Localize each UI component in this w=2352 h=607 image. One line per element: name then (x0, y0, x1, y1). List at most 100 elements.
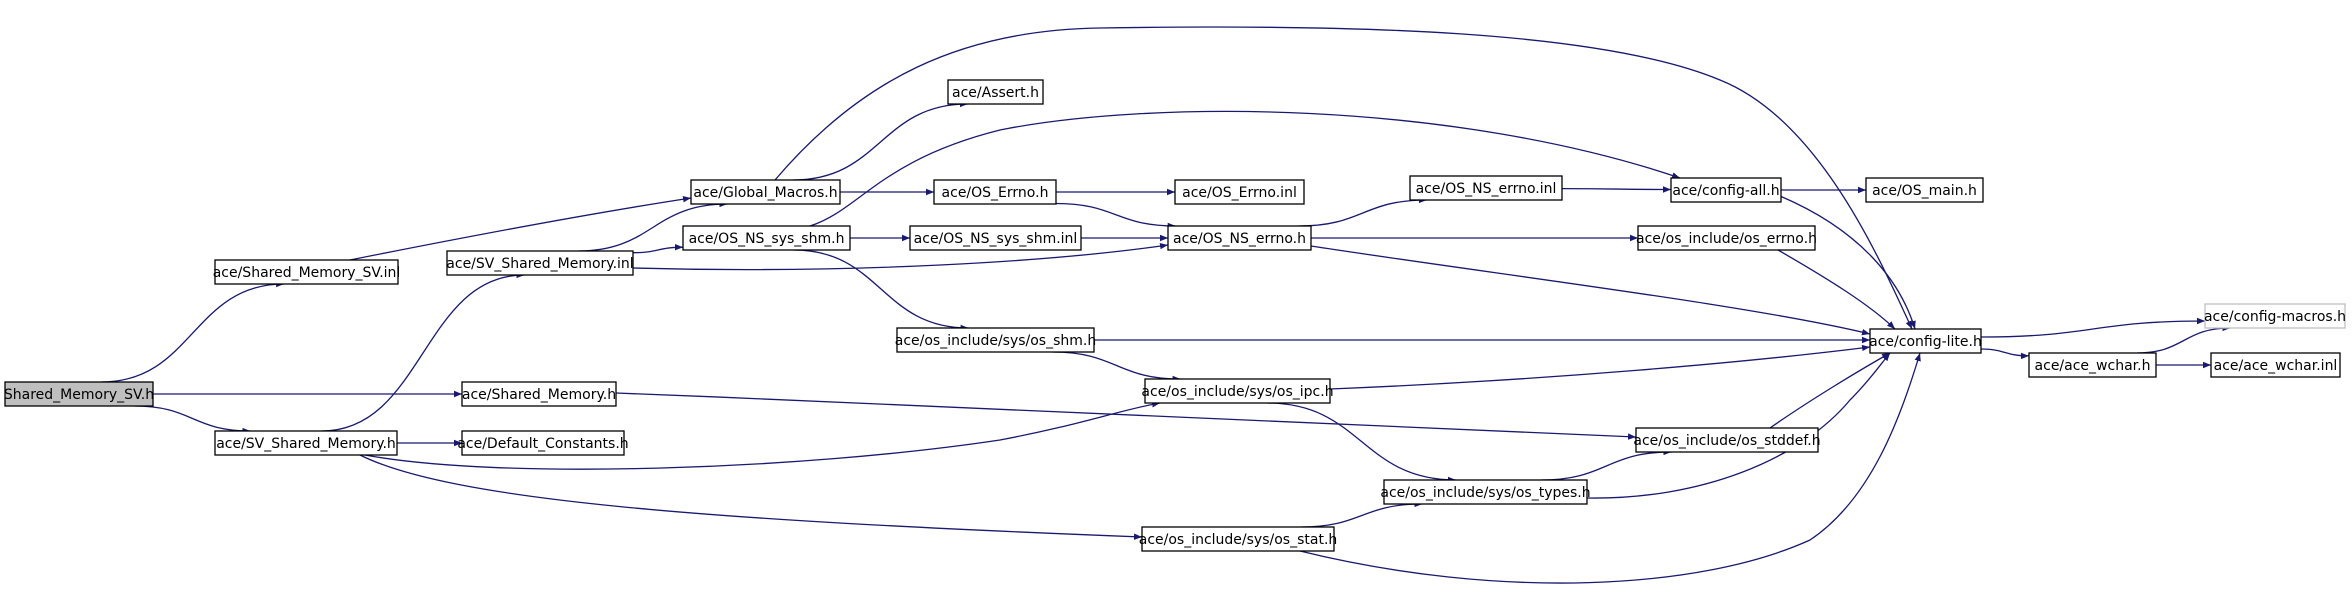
node-box (214, 259, 399, 285)
node-ace-wchar-h[interactable]: ace/ace_wchar.h (2028, 352, 2157, 378)
node-sv-shm-inl[interactable]: ace/SV_Shared_Memory.inl (446, 250, 634, 276)
edge-os-ns-errno-h-to-os-ns-errno-inl (1298, 196, 1427, 227)
node-box (909, 225, 1082, 251)
edge-os-ns-sys-shm-h-to-config-all (809, 110, 1681, 227)
node-box (1141, 526, 1335, 552)
node-box (682, 225, 851, 251)
edge-os-errno-inc-to-config-lite (1777, 249, 1896, 330)
node-box (1383, 479, 1588, 505)
edge-sv-shm-inl-to-global-macros (578, 200, 728, 252)
node-default-constants[interactable]: ace/Default_Constants.h (457, 430, 629, 456)
node-box (1167, 225, 1312, 251)
edge-shm-sv-h-to-sv-shm-h (134, 405, 251, 435)
node-box (1174, 179, 1305, 205)
node-assert-h[interactable]: ace/Assert.h (947, 79, 1044, 105)
node-box (461, 381, 617, 407)
node-os-ns-sys-shm-inl[interactable]: ace/OS_NS_sys_shm.inl (909, 225, 1082, 251)
node-label: ace/SV_Shared_Memory.inl (446, 256, 633, 272)
edge-shm-sv-inl-to-global-macros (349, 196, 692, 261)
node-label: ace/OS_NS_errno.inl (1416, 181, 1557, 197)
node-os-errno-inc[interactable]: ace/os_include/os_errno.h (1636, 225, 1817, 251)
edge-config-lite-to-ace-wchar-h (1980, 348, 2030, 360)
node-label: ace/Shared_Memory_SV.inl (213, 265, 401, 281)
node-os-stat-h[interactable]: ace/os_include/sys/os_stat.h (1139, 526, 1338, 552)
edge-os-ipc-h-to-config-lite (1329, 344, 1871, 390)
node-label: ace/OS_NS_sys_shm.inl (914, 231, 1078, 247)
node-box (896, 327, 1095, 353)
node-os-shm-h[interactable]: ace/os_include/sys/os_shm.h (895, 327, 1096, 353)
node-label: ace/os_include/sys/os_types.h (1380, 485, 1590, 501)
edge-os-ipc-h-to-os-types-h (1266, 402, 1457, 484)
edge-os-types-h-to-os-stddef (1541, 448, 1672, 481)
node-shm-sv-h[interactable]: Shared_Memory_SV.h (4, 381, 154, 407)
edge-os-stat-h-to-config-lite (1299, 352, 1921, 584)
node-os-stddef[interactable]: ace/os_include/os_stddef.h (1633, 427, 1821, 453)
edge-sv-shm-h-to-os-ipc-h (364, 401, 1161, 470)
node-os-ns-errno-inl[interactable]: ace/OS_NS_errno.inl (1409, 175, 1563, 201)
edge-os-ns-sys-shm-h-to-os-shm-h (793, 249, 969, 332)
node-label: ace/config-macros.h (2204, 309, 2346, 325)
node-shm-sv-inl[interactable]: ace/Shared_Memory_SV.inl (213, 259, 401, 285)
edge-shm-h-to-os-stddef (615, 392, 1637, 440)
node-box (690, 179, 841, 205)
node-box (947, 79, 1044, 105)
node-label: ace/SV_Shared_Memory.h (216, 436, 396, 452)
node-box (2204, 303, 2346, 329)
node-label: ace/OS_NS_sys_shm.h (689, 231, 845, 247)
edge-shm-sv-h-to-shm-sv-inl (101, 280, 285, 383)
node-box (1144, 378, 1331, 404)
node-os-main[interactable]: ace/OS_main.h (1865, 177, 1984, 203)
node-label: ace/OS_main.h (1872, 183, 1977, 199)
node-box (4, 381, 154, 407)
edge-os-types-h-to-config-lite (1586, 352, 1891, 499)
edge-sv-shm-inl-to-os-ns-sys-shm-h (632, 244, 684, 254)
edge-global-macros-to-config-lite (774, 26, 1913, 330)
edge-config-lite-to-config-macros (1980, 317, 2206, 338)
edge-os-shm-h-to-os-ipc-h (1052, 351, 1181, 383)
node-shm-h[interactable]: ace/Shared_Memory.h (461, 381, 617, 407)
node-os-errno-h[interactable]: ace/OS_Errno.h (933, 179, 1057, 205)
edge-os-ns-errno-inl-to-config-all (1561, 186, 1672, 193)
node-label: ace/config-all.h (1672, 183, 1779, 199)
edge-os-stddef-to-config-lite (1769, 352, 1891, 429)
node-label: ace/ace_wchar.inl (2214, 358, 2338, 374)
node-ace-wchar-inl[interactable]: ace/ace_wchar.inl (2210, 352, 2341, 378)
node-box (2028, 352, 2157, 378)
edge-sv-shm-h-to-sv-shm-inl (321, 271, 525, 432)
node-box (1635, 427, 1819, 453)
node-box (1869, 328, 1982, 354)
node-label: ace/ace_wchar.h (2035, 358, 2151, 374)
edge-os-ns-errno-h-to-config-lite (1310, 245, 1871, 336)
node-label: ace/Assert.h (952, 85, 1039, 101)
node-box (461, 430, 625, 456)
node-os-types-h[interactable]: ace/os_include/sys/os_types.h (1380, 479, 1591, 505)
node-os-ns-sys-shm-h[interactable]: ace/OS_NS_sys_shm.h (682, 225, 851, 251)
node-label: ace/Global_Macros.h (693, 185, 837, 201)
node-box (2210, 352, 2341, 378)
node-box (446, 250, 634, 276)
node-box (1637, 225, 1816, 251)
node-label: ace/Shared_Memory.h (462, 387, 616, 403)
nodes-layer: Shared_Memory_SV.h ace/Shared_Memory_SV.i… (4, 79, 2346, 552)
node-box (1865, 177, 1984, 203)
edge-ace-wchar-h-to-config-macros (2137, 324, 2231, 354)
node-config-all[interactable]: ace/config-all.h (1670, 177, 1782, 203)
node-sv-shm-h[interactable]: ace/SV_Shared_Memory.h (214, 430, 398, 456)
node-os-ns-errno-h[interactable]: ace/OS_NS_errno.h (1167, 225, 1312, 251)
edge-sv-shm-inl-to-os-ns-errno-h (632, 242, 1169, 271)
node-os-ipc-h[interactable]: ace/os_include/sys/os_ipc.h (1141, 378, 1334, 404)
node-label: ace/OS_NS_errno.h (1173, 231, 1306, 247)
node-label: ace/os_include/os_stddef.h (1633, 433, 1820, 449)
node-os-errno-inl[interactable]: ace/OS_Errno.inl (1174, 179, 1305, 205)
node-global-macros[interactable]: ace/Global_Macros.h (690, 179, 841, 205)
node-config-macros[interactable]: ace/config-macros.h (2204, 303, 2346, 329)
edge-global-macros-to-assert-h (793, 100, 968, 181)
edge-sv-shm-h-to-os-stat-h (359, 454, 1143, 540)
node-label: ace/os_include/sys/os_shm.h (895, 333, 1096, 349)
node-label: ace/os_include/sys/os_ipc.h (1141, 384, 1333, 400)
node-label: ace/config-lite.h (1869, 334, 1982, 350)
node-config-lite[interactable]: ace/config-lite.h (1869, 328, 1982, 354)
edges-layer (101, 26, 2231, 584)
node-label: Shared_Memory_SV.h (4, 387, 154, 403)
